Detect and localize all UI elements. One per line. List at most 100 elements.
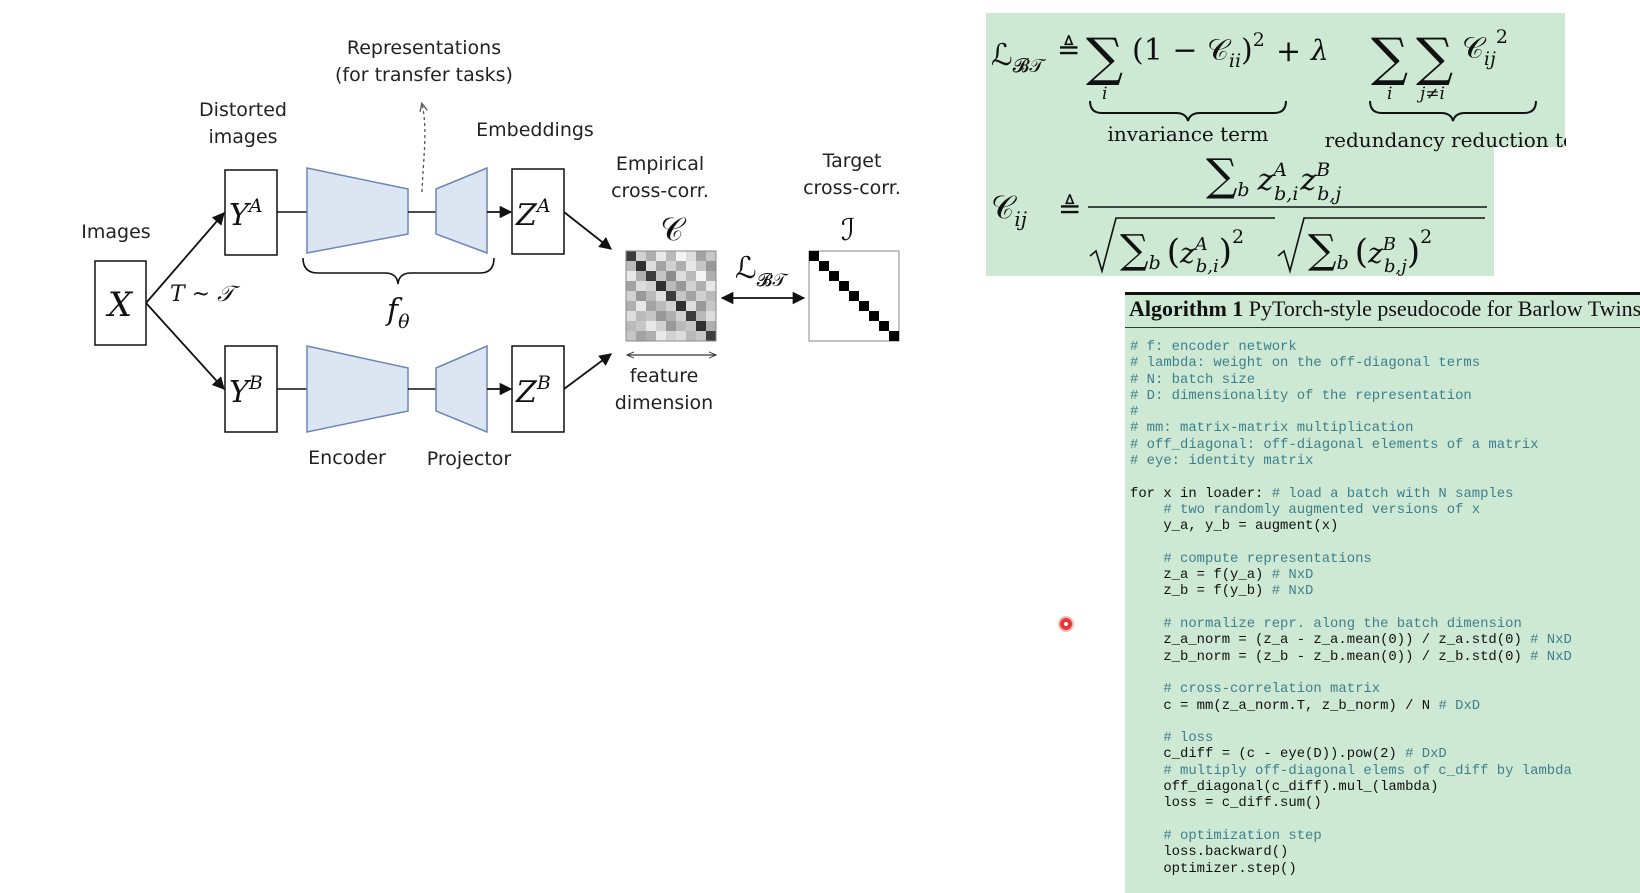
code-comment: # [1130, 404, 1139, 421]
empirical-matrix-cell [626, 291, 637, 302]
empirical-matrix-cell [676, 291, 687, 302]
empirical-matrix-cell [656, 301, 667, 312]
code-comment: # DxD [1438, 697, 1481, 714]
code-comment: # optimization step [1163, 827, 1322, 844]
empirical-matrix-cell [686, 271, 697, 282]
empirical-matrix-cell [656, 311, 667, 322]
empirical-matrix-cell [626, 301, 637, 312]
empirical-matrix-cell [686, 251, 697, 262]
empirical-matrix-cell [626, 311, 637, 322]
transform-arrow-top [145, 212, 225, 304]
empirical-matrix-cell [636, 331, 647, 342]
target-matrix-diagonal-cell [829, 271, 839, 281]
target-label-line1: Target [822, 150, 882, 172]
f-theta-brace [302, 257, 495, 285]
empirical-matrix-cell [696, 321, 707, 332]
projector-bottom-block [435, 344, 488, 434]
images-label: Images [81, 221, 150, 243]
eq2-sqrt-left [1089, 217, 1275, 274]
empirical-matrix-cell [646, 261, 657, 272]
loss-symbol: ℒ𝓑𝒯 [735, 251, 788, 291]
target-matrix-diagonal-cell [869, 311, 879, 321]
target-matrix-diagonal-cell [889, 331, 899, 341]
ya-box [224, 169, 278, 256]
code-line: # D: dimensionality of the representatio… [1130, 388, 1472, 404]
empirical-matrix-cell [636, 321, 647, 332]
algorithm-title-text: PyTorch-style pseudocode for Barlow Twin… [1243, 296, 1640, 321]
empirical-matrix-cell [636, 271, 647, 282]
empirical-matrix-cell [706, 311, 717, 322]
empirical-matrix-cell [636, 251, 647, 262]
code-comment: # load a batch with N samples [1271, 485, 1514, 502]
empirical-label-line2: cross-corr. [611, 180, 709, 202]
distorted-images-label-line2: images [208, 126, 277, 148]
empirical-label-line1: Empirical [616, 153, 704, 175]
code-line: # loss [1130, 730, 1213, 746]
empirical-matrix-cell [696, 251, 707, 262]
zb-matrix-arrow [563, 353, 613, 390]
empirical-matrix-cell [656, 331, 667, 342]
empirical-matrix-cell [706, 281, 717, 292]
code-text: c = mm(z_a_norm.T, z_b_norm) / N [1130, 697, 1439, 714]
empirical-cross-correlation-matrix [626, 251, 717, 342]
empirical-matrix-cell [676, 251, 687, 262]
target-matrix-diagonal-cell [809, 251, 819, 261]
empirical-matrix-cell [696, 281, 707, 292]
empirical-matrix-cell [686, 301, 697, 312]
code-text [1130, 763, 1163, 779]
code-line: # lambda: weight on the off-diagonal ter… [1130, 355, 1480, 371]
code-line: y_a, y_b = augment(x) [1130, 518, 1338, 534]
empirical-matrix-cell [656, 261, 667, 272]
eq1-lambda: λ [1310, 34, 1329, 67]
code-line: z_b_norm = (z_b - z_b.mean(0)) / z_b.std… [1130, 648, 1572, 665]
empirical-matrix-cell [636, 311, 647, 322]
algorithm-top-rule [1125, 292, 1640, 295]
empirical-matrix-cell [706, 251, 717, 262]
eq2-lhs: 𝒞ij [991, 188, 1027, 231]
eq1-sum-i: ∑ [1371, 28, 1408, 88]
code-line: # eye: identity matrix [1130, 453, 1313, 469]
code-text: optimizer.step() [1130, 860, 1297, 877]
representations-label-line1: Representations [347, 37, 501, 59]
code-text [1130, 681, 1163, 697]
code-line: # off_diagonal: off-diagonal elements of… [1130, 437, 1538, 453]
empirical-matrix-cell [626, 331, 637, 342]
empirical-matrix-cell [626, 261, 637, 272]
code-line: # two randomly augmented versions of x [1130, 502, 1480, 518]
empirical-matrix-cell [686, 321, 697, 332]
barlow-twins-equations: ℒ𝓑𝒯 ≜ ∑ i (1 − 𝒞ii)2 + λ ∑ ∑ i j≠i 𝒞ij2 … [986, 13, 1566, 277]
empirical-matrix-cell [676, 271, 687, 282]
code-line: # optimization step [1130, 827, 1322, 844]
empirical-matrix-cell [666, 321, 677, 332]
empirical-matrix-cell [686, 261, 697, 272]
empirical-matrix-cell [626, 271, 637, 282]
code-line: c_diff = (c - eye(D)).pow(2) # DxD [1130, 746, 1446, 762]
empirical-matrix-cell [646, 271, 657, 282]
empirical-matrix-cell [666, 281, 677, 292]
distorted-images-label-line1: Distorted [199, 99, 287, 121]
representations-label-line2: (for transfer tasks) [335, 64, 513, 86]
code-text: z_b_norm = (z_b - z_b.mean(0)) / z_b.std… [1130, 648, 1531, 665]
algorithm-title: Algorithm 1 PyTorch-style pseudocode for… [1129, 296, 1640, 322]
empirical-matrix-cell [676, 331, 687, 342]
code-line: # N: batch size [1130, 372, 1255, 388]
code-line: # compute representations [1130, 551, 1371, 567]
algorithm-pseudocode-panel: Algorithm 1 PyTorch-style pseudocode for… [1125, 292, 1640, 893]
target-i-symbol: ℐ [841, 213, 855, 248]
empirical-matrix-cell [686, 281, 697, 292]
code-text: loss = c_diff.sum() [1130, 795, 1322, 812]
code-comment: # NxD [1271, 567, 1314, 584]
empirical-matrix-cell [676, 301, 687, 312]
target-matrix-diagonal-cell [839, 281, 849, 291]
mouse-cursor-indicator [1060, 618, 1072, 630]
algorithm-title-rule [1125, 327, 1640, 328]
code-comment: # lambda: weight on the off-diagonal ter… [1130, 355, 1481, 372]
eq1-term1: (1 − 𝒞ii)2 [1132, 29, 1265, 72]
code-comment: # NxD [1530, 648, 1572, 665]
za-box [511, 168, 565, 255]
eq1-sum-index: i [1102, 84, 1107, 104]
code-line: c = mm(z_a_norm.T, z_b_norm) / N # DxD [1130, 698, 1480, 714]
code-text: z_a = f(y_a) [1130, 567, 1272, 584]
empirical-matrix-cell [686, 331, 697, 342]
barlow-twins-diagram: Representations (for transfer tasks) Dis… [81, 37, 901, 470]
